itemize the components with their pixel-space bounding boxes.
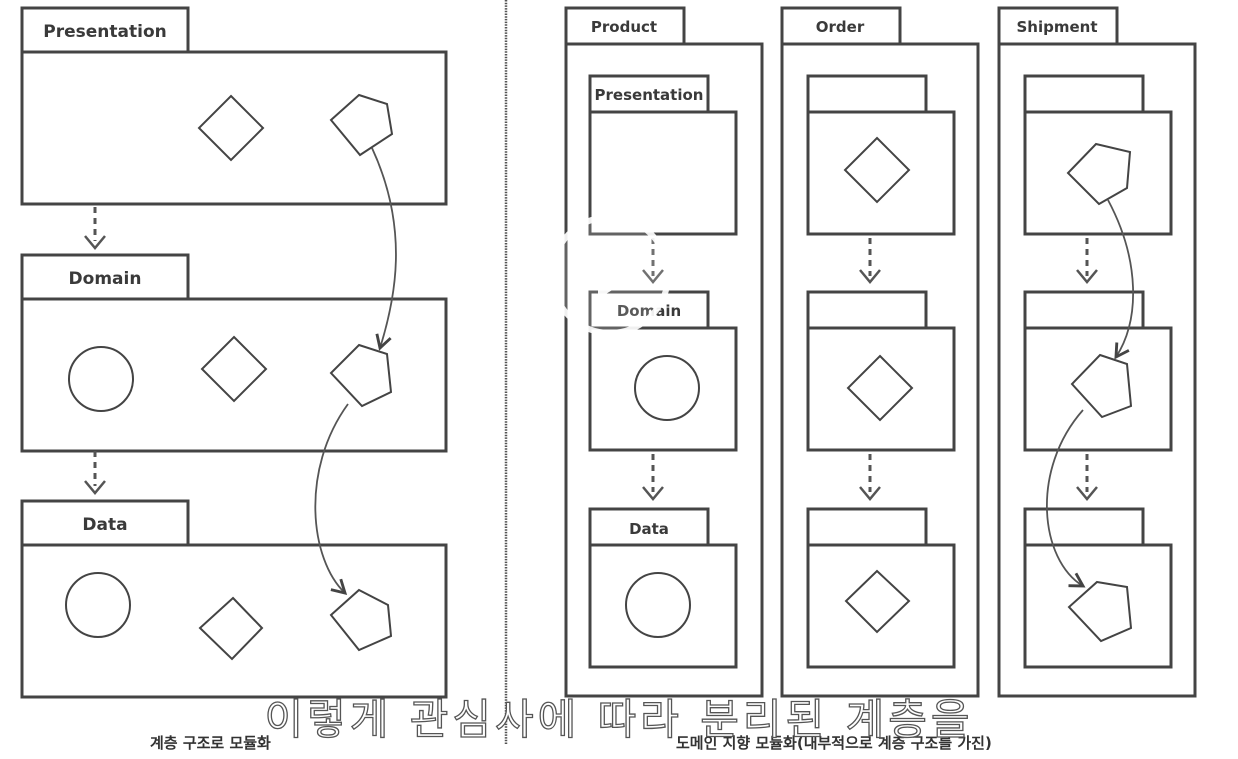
package-label-domain: Domain [69,269,142,289]
package-label-data: Data [82,515,127,535]
down-arrow-icon [859,454,881,501]
circle-shape [68,346,134,412]
play-icon [549,214,671,336]
layered-caption: 계층 구조로 모듈화 [150,734,271,752]
module-package-shipment [997,6,1197,698]
down-arrow-icon [84,207,106,250]
down-arrow-icon [642,238,664,284]
diamond-shape [198,596,264,661]
product-layer-label-domain: Domain [617,302,681,320]
dependency-curve [314,403,349,595]
down-arrow-icon [1076,454,1098,501]
layer-package-domain [20,253,448,453]
down-arrow-icon [1076,238,1098,284]
pentagon-shape [329,93,394,157]
domain-oriented-caption: 도메인 지향 모듈화(내부적으로 계층 구조를 가진) [676,734,992,752]
dependency-curve [1046,409,1086,588]
product-layer-label-data: Data [629,520,669,538]
pentagon-shape [1067,580,1133,643]
dependency-curve [371,147,397,351]
pentagon-shape [1066,142,1132,206]
diamond-shape [200,335,268,403]
module-package-order [780,6,980,698]
product-layer-label-presentation: Presentation [595,86,704,104]
module-label-order: Order [816,18,865,36]
circle-shape [625,572,691,638]
module-label-product: Product [591,18,657,36]
pentagon-shape [329,343,393,408]
layer-package-presentation [20,6,448,206]
diamond-shape [843,136,911,204]
diamond-shape [846,354,914,422]
video-subtitle: 이렇게 관심사에 따라 분리된 계층을 [264,694,974,744]
diamond-shape [844,569,911,634]
down-arrow-icon [84,451,106,495]
layer-package-data [20,499,448,699]
pentagon-shape [1070,353,1133,419]
module-package-product [564,6,764,698]
diamond-shape [197,94,265,162]
play-button[interactable] [548,213,672,337]
down-arrow-icon [642,454,664,501]
pentagon-shape [329,588,393,652]
package-label-presentation: Presentation [43,22,166,42]
dependency-curve [1107,199,1134,360]
down-arrow-icon [859,238,881,284]
module-label-shipment: Shipment [1016,18,1097,36]
circle-shape [634,355,700,421]
circle-shape [65,572,131,638]
